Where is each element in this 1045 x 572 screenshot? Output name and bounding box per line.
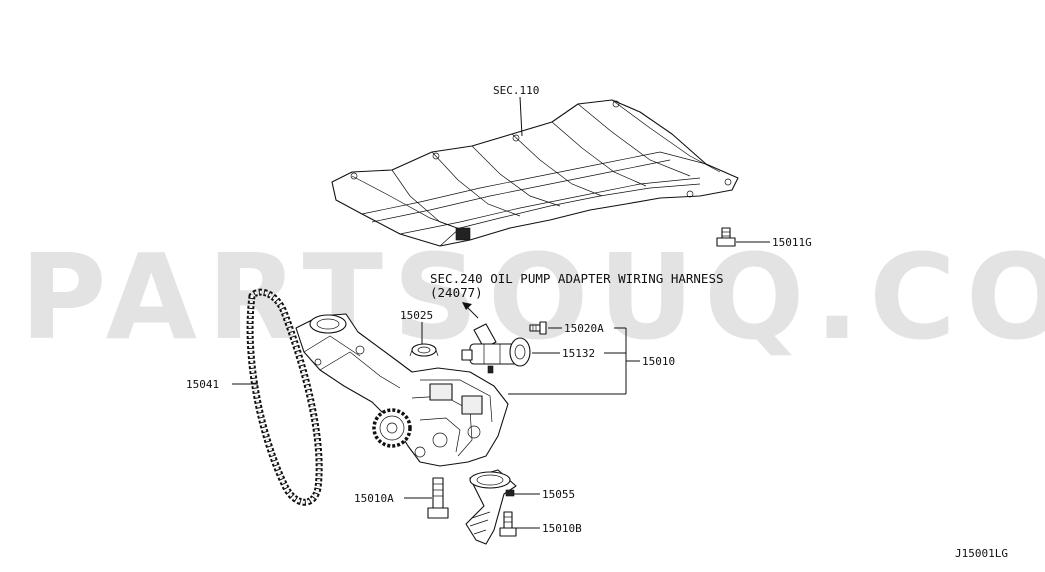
- gasket-15025-illustration[interactable]: [409, 343, 439, 357]
- bolt-15011g-illustration[interactable]: [716, 227, 736, 247]
- label-sec110[interactable]: SEC.110: [493, 84, 539, 97]
- label-sec240-line2[interactable]: (24077): [430, 285, 483, 300]
- label-15020a[interactable]: 15020A: [564, 322, 604, 335]
- bolt-15020a-illustration[interactable]: [529, 321, 547, 335]
- label-15011g[interactable]: 15011G: [772, 236, 812, 249]
- label-sec240-line1[interactable]: SEC.240 OIL PUMP ADAPTER WIRING HARNESS: [430, 271, 724, 286]
- oil-pan-baffle-illustration[interactable]: [331, 99, 739, 247]
- oil-pump-assembly-illustration[interactable]: [295, 313, 509, 467]
- leader-bracket-15010: [508, 327, 640, 395]
- label-15041[interactable]: 15041: [186, 378, 219, 391]
- bolt-15010a-illustration[interactable]: [427, 477, 449, 519]
- bolt-15010b-illustration[interactable]: [499, 511, 517, 537]
- leader-sec110: [519, 96, 523, 137]
- label-15010[interactable]: 15010: [642, 355, 675, 368]
- label-15055[interactable]: 15055: [542, 488, 575, 501]
- solenoid-15132-illustration[interactable]: [461, 323, 531, 374]
- label-15010a[interactable]: 15010A: [354, 492, 394, 505]
- strainer-15055-illustration[interactable]: [465, 469, 517, 545]
- label-15132[interactable]: 15132: [562, 347, 595, 360]
- diagram-code: J15001LG: [955, 547, 1008, 560]
- arrow-sec240: [462, 302, 479, 319]
- watermark: PARTSOUQ.COM: [20, 228, 1045, 366]
- label-15010b[interactable]: 15010B: [542, 522, 582, 535]
- label-15025[interactable]: 15025: [400, 309, 433, 322]
- chain-15041-illustration[interactable]: [246, 288, 323, 506]
